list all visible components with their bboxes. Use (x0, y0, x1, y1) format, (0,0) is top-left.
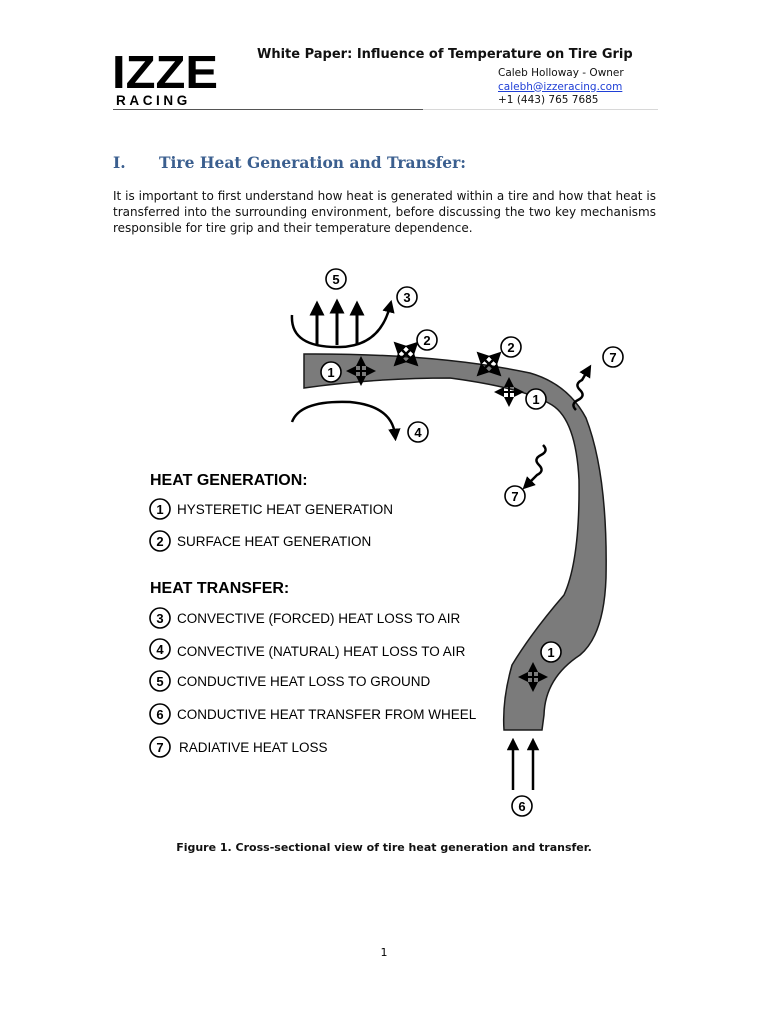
svg-text:6: 6 (518, 799, 525, 814)
figure-caption: Figure 1. Cross-sectional view of tire h… (176, 841, 592, 854)
legend-item-2: 2 SURFACE HEAT GENERATION (149, 530, 371, 552)
marker-6: 6 (511, 795, 533, 817)
svg-text:7: 7 (511, 489, 518, 504)
legend-item-6: 6 CONDUCTIVE HEAT TRANSFER FROM WHEEL (149, 703, 477, 725)
tire-cross-section-figure: 5 3 2 2 7 1 1 4 7 1 6 HEAT GENERATION: H… (149, 268, 624, 817)
header-divider-light (423, 109, 658, 110)
svg-text:CONVECTIVE (FORCED) HEAT LOSS: CONVECTIVE (FORCED) HEAT LOSS TO AIR (177, 611, 461, 626)
section-number: I. (113, 153, 126, 172)
legend-item-1: 1 HYSTERETIC HEAT GENERATION (149, 498, 393, 520)
radiative-wavy-arrow-outer (572, 364, 592, 411)
contact-phone: +1 (443) 765 7685 (498, 94, 599, 106)
legend-item-5: 5 CONDUCTIVE HEAT LOSS TO GROUND (149, 670, 431, 692)
svg-text:6: 6 (156, 707, 163, 722)
page-number: 1 (380, 946, 388, 959)
heat-generation-title: HEAT GENERATION: (150, 472, 308, 489)
svg-text:7: 7 (156, 740, 163, 755)
intro-paragraph: It is important to first understand how … (113, 189, 656, 235)
radiative-wavy-arrow-inner (522, 444, 547, 490)
svg-text:CONVECTIVE (NATURAL) HEAT LOSS: CONVECTIVE (NATURAL) HEAT LOSS TO AIR (177, 644, 466, 659)
marker-7-outer: 7 (602, 346, 624, 368)
marker-7-inner: 7 (504, 485, 526, 507)
document-title: White Paper: Influence of Temperature on… (257, 47, 633, 62)
izze-racing-logo: IZZE RACING (113, 50, 218, 108)
section-title: Tire Heat Generation and Transfer: (159, 153, 467, 172)
svg-text:1: 1 (532, 392, 539, 407)
svg-text:4: 4 (414, 425, 422, 440)
svg-text:CONDUCTIVE HEAT TRANSFER FROM: CONDUCTIVE HEAT TRANSFER FROM WHEEL (177, 707, 477, 722)
contact-name: Caleb Holloway - Owner (498, 67, 624, 79)
conduction-arrows-up (309, 298, 365, 345)
marker-5: 5 (325, 268, 347, 290)
svg-text:2: 2 (156, 534, 163, 549)
marker-3: 3 (396, 286, 418, 308)
svg-text:7: 7 (609, 350, 616, 365)
forced-convection-arrow (290, 299, 395, 349)
contact-block: Caleb Holloway - Owner calebh@izzeracing… (498, 67, 624, 108)
contact-email-link[interactable]: calebh@izzeracing.com (498, 80, 623, 93)
svg-text:1: 1 (156, 502, 163, 517)
svg-text:5: 5 (156, 674, 163, 689)
legend-item-7: 7 RADIATIVE HEAT LOSS (149, 736, 328, 758)
svg-text:4: 4 (156, 642, 164, 657)
legend-item-4: 4 CONVECTIVE (NATURAL) HEAT LOSS TO AIR (149, 638, 466, 660)
svg-text:3: 3 (156, 611, 163, 626)
svg-text:3: 3 (403, 290, 410, 305)
marker-4: 4 (407, 421, 429, 443)
svg-text:HYSTERETIC HEAT GENERATION: HYSTERETIC HEAT GENERATION (177, 502, 393, 517)
surface-heat-x-icon-right (476, 351, 502, 377)
natural-convection-arrow (290, 400, 401, 442)
svg-text:2: 2 (507, 340, 514, 355)
marker-1-mid: 1 (525, 388, 547, 410)
marker-1-lower: 1 (540, 641, 562, 663)
section-heading: I. Tire Heat Generation and Transfer: (113, 153, 466, 172)
svg-text:2: 2 (423, 333, 430, 348)
marker-2-right: 2 (500, 336, 522, 358)
marker-1-left: 1 (320, 361, 342, 383)
svg-text:1: 1 (327, 365, 334, 380)
legend-item-3: 3 CONVECTIVE (FORCED) HEAT LOSS TO AIR (149, 607, 461, 629)
hysteretic-arrows-icon (346, 356, 548, 692)
logo-subtitle: RACING (116, 93, 191, 108)
svg-text:CONDUCTIVE HEAT LOSS TO GROUND: CONDUCTIVE HEAT LOSS TO GROUND (177, 674, 431, 689)
surface-heat-x-icon-left (393, 341, 419, 367)
heat-transfer-title: HEAT TRANSFER: (150, 580, 289, 597)
svg-text:1: 1 (547, 645, 554, 660)
wheel-conduction-arrows (506, 737, 540, 790)
svg-text:SURFACE HEAT GENERATION: SURFACE HEAT GENERATION (177, 534, 371, 549)
marker-2-left: 2 (416, 329, 438, 351)
svg-text:5: 5 (332, 272, 339, 287)
header-divider (113, 109, 423, 110)
logo-wordmark: IZZE (113, 50, 218, 98)
svg-text:RADIATIVE HEAT LOSS: RADIATIVE HEAT LOSS (179, 740, 328, 755)
